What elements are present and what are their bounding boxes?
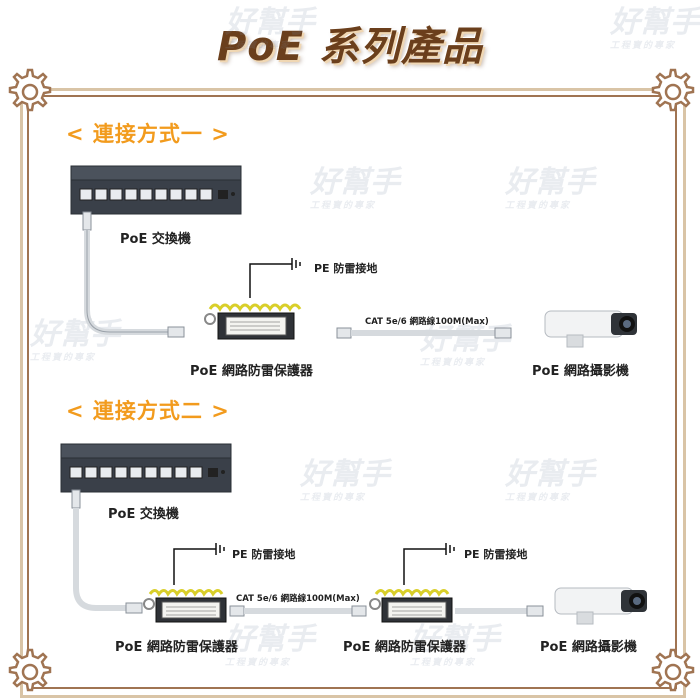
frame-outer-border [20,88,686,698]
surge-protector-1 [204,303,302,340]
ip-camera-1 [544,310,637,348]
ground-wire-1 [249,258,301,298]
cable-1-label: CAT 5e/6 網路線100M(Max) [365,317,489,327]
ground-wire-2 [173,543,225,585]
camera-2-label: PoE 網路攝影機 [540,640,637,655]
ethernet-cable-2 [336,327,512,339]
cable-2-label: CAT 5e/6 網路線100M(Max) [236,594,360,604]
switch-1-label: PoE 交換機 [120,232,191,247]
gear-icon [8,648,52,692]
ground-1-label: PE 防雷接地 [314,262,378,275]
ethernet-cable-5 [455,605,544,617]
poe-switch-2 [60,443,232,493]
gear-icon [651,68,695,112]
ethernet-cable-1 [82,211,185,338]
surge-protector-2 [143,589,227,623]
camera-1-label: PoE 網路攝影機 [532,364,629,379]
section2-heading: < 連接方式二 > [66,399,230,423]
ground-2-label: PE 防雷接地 [232,548,296,561]
ethernet-cable-3 [71,489,143,614]
protector-3-label: PoE 網路防雷保護器 [343,640,466,655]
poe-switch-1 [70,165,242,215]
frame-inner-border [27,95,677,689]
protector-1-label: PoE 網路防雷保護器 [190,364,313,379]
section1-heading: < 連接方式一 > [66,122,230,146]
ip-camera-2 [554,587,647,625]
surge-protector-3 [369,589,453,623]
ground-wire-3 [403,543,455,585]
ethernet-cable-4 [229,605,367,617]
switch-2-label: PoE 交換機 [108,507,179,522]
page-title: PoE 系列產品 [216,24,484,70]
gear-icon [8,68,52,112]
ground-3-label: PE 防雷接地 [464,548,528,561]
protector-2-label: PoE 網路防雷保護器 [115,640,238,655]
gear-icon [651,648,695,692]
